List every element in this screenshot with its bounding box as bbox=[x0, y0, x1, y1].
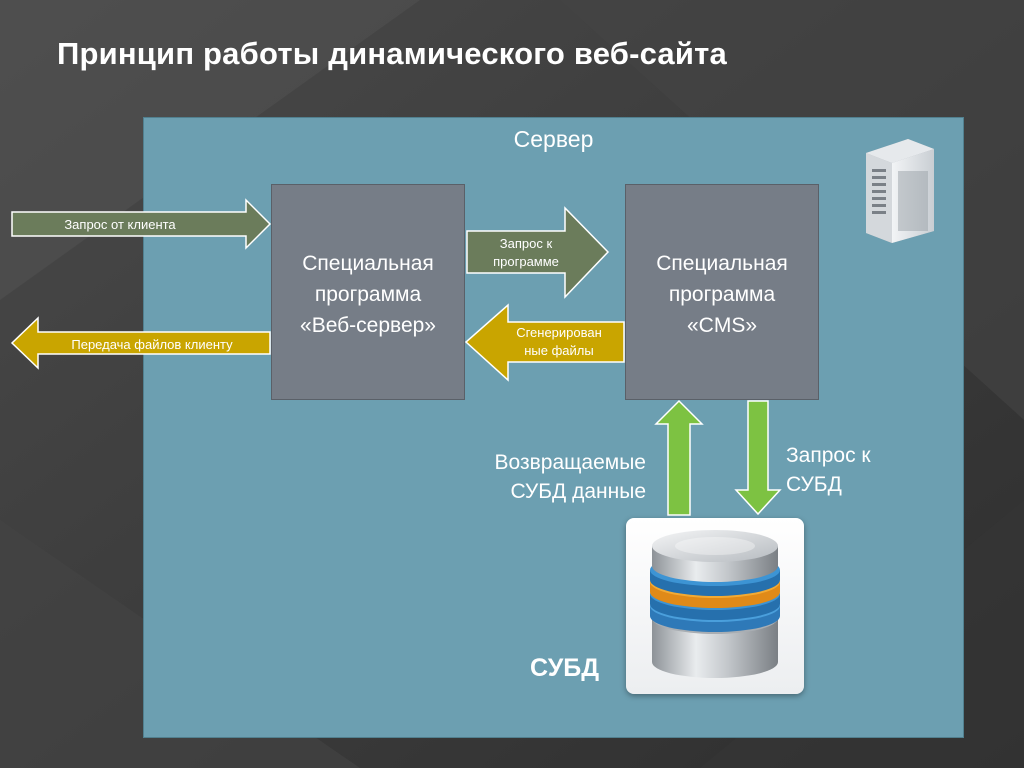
request-to-program-label: Запрос к программе bbox=[470, 235, 582, 271]
dbms-label: СУБД bbox=[530, 654, 600, 682]
web-server-box-line3: «Веб-сервер» bbox=[300, 314, 436, 337]
database-icon bbox=[650, 530, 780, 678]
cms-box-line3: «CMS» bbox=[686, 314, 758, 337]
dbms-returned-data-label: Возвращаемые СУБД данные bbox=[440, 448, 646, 506]
server-label: Сервер bbox=[513, 126, 594, 152]
request-to-program-line1: Запрос к bbox=[499, 236, 553, 251]
arrow-files-to-client bbox=[10, 316, 271, 370]
cms-box-line1: Специальная bbox=[656, 252, 788, 275]
web-server-box-line2: программа bbox=[314, 283, 422, 306]
files-to-client-label: Передача файлов клиенту bbox=[71, 337, 233, 352]
dbms-request-line2: СУБД bbox=[786, 473, 842, 496]
arrow-client-request bbox=[11, 198, 272, 250]
arrow-dbms-request bbox=[734, 400, 782, 516]
generated-files-line2: ные файлы bbox=[524, 343, 594, 358]
cms-program-box: Специальная программа «CMS» bbox=[625, 184, 819, 400]
dbms-returned-line1: Возвращаемые bbox=[494, 451, 646, 474]
server-tower-icon bbox=[866, 139, 934, 243]
dbms-request-label: Запрос к СУБД bbox=[786, 441, 926, 499]
slide-title: Принцип работы динамического веб-сайта bbox=[57, 36, 727, 71]
dbms-returned-line2: СУБД данные bbox=[510, 480, 646, 503]
arrow-dbms-returned-data bbox=[654, 399, 704, 516]
cms-box-line2: программа bbox=[668, 283, 776, 306]
client-request-label: Запрос от клиента bbox=[64, 217, 176, 232]
web-server-program-box: Специальная программа «Веб-сервер» bbox=[271, 184, 465, 400]
web-server-box-line1: Специальная bbox=[302, 252, 434, 275]
arrow-request-to-program bbox=[466, 206, 610, 299]
dbms-request-line1: Запрос к bbox=[786, 444, 871, 467]
generated-files-label: Сгенерирован ные файлы bbox=[495, 324, 623, 360]
generated-files-line1: Сгенерирован bbox=[516, 325, 602, 340]
arrow-generated-files bbox=[464, 303, 625, 382]
request-to-program-line2: программе bbox=[493, 254, 559, 269]
